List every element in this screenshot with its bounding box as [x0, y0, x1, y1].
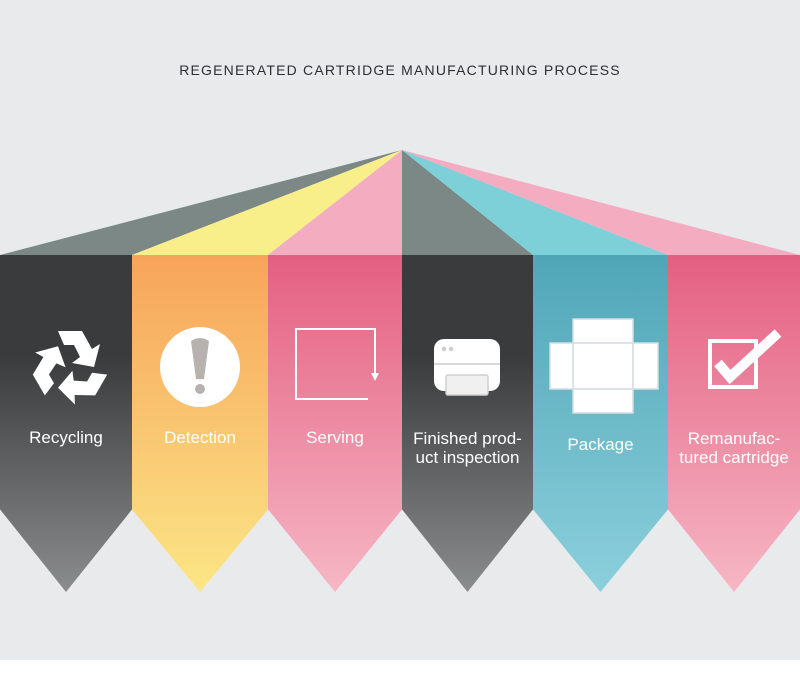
printer-icon	[434, 339, 500, 396]
step-label-line1: Package	[567, 435, 634, 454]
box-net-icon	[549, 318, 659, 414]
roof-segment-2	[132, 150, 402, 255]
step-serving: Serving	[268, 255, 402, 592]
exclamation-icon	[160, 327, 240, 407]
step-label-line2: tured cartridge	[679, 448, 789, 467]
roof-segment-1	[0, 150, 402, 255]
step-recycling: Recycling	[0, 255, 132, 592]
step-label-line1: Serving	[306, 428, 364, 447]
step-label-line1: Finished prod-	[413, 429, 522, 448]
canopy-roof	[0, 150, 800, 255]
step-remanufactured-cartridge: Remanufac- tured cartridge	[668, 255, 800, 592]
recycle-icon	[32, 331, 108, 405]
roof-segment-3	[268, 150, 402, 255]
return-arrow-icon	[295, 328, 379, 400]
step-label-line1: Recycling	[29, 428, 103, 447]
checkbox-icon	[708, 329, 782, 389]
step-label-line2: uct inspection	[415, 448, 520, 467]
step-label-line1: Detection	[164, 428, 236, 447]
footer-strip	[0, 660, 800, 696]
step-label-line1: Remanufac-	[687, 429, 781, 448]
roof-segment-6	[402, 150, 800, 255]
step-finished-product-inspection: Finished prod- uct inspection	[402, 255, 533, 592]
step-package: Package	[533, 255, 668, 592]
diagram-title: REGENERATED CARTRIDGE MANUFACTURING PROC…	[179, 62, 621, 78]
step-detection: Detection	[132, 255, 268, 592]
